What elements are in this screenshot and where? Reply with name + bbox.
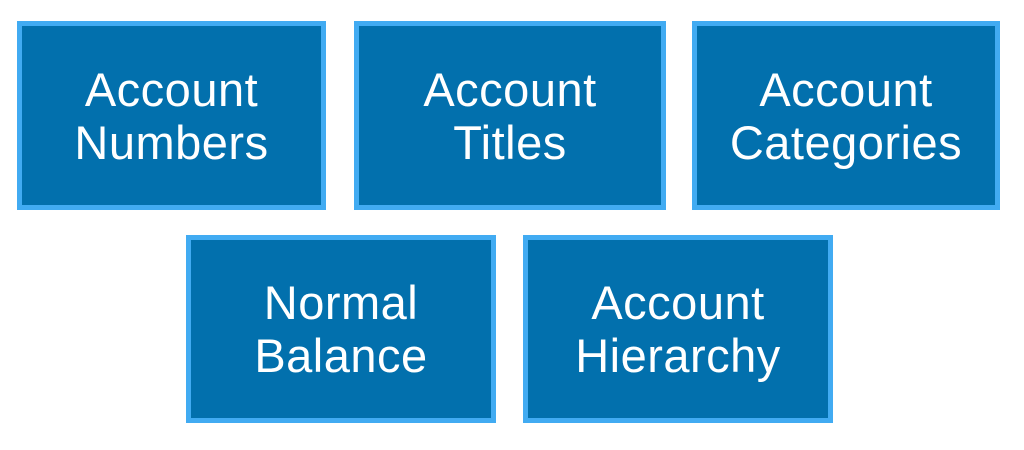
- box-label-line: Hierarchy: [575, 329, 781, 382]
- box-label-line: Account: [84, 62, 259, 116]
- box-label-line: Balance: [254, 329, 428, 382]
- box-label-line: Account: [423, 62, 597, 116]
- box-account-titles: Account Titles: [354, 21, 666, 210]
- box-label-line: Account: [759, 62, 933, 116]
- box-normal-balance: Normal Balance: [186, 235, 496, 423]
- box-label-line: Numbers: [74, 115, 269, 169]
- box-account-hierarchy: Account Hierarchy: [523, 235, 833, 423]
- box-label-line: Titles: [453, 115, 567, 169]
- box-label-line: Normal: [263, 276, 419, 329]
- box-label-line: Account: [591, 276, 765, 329]
- box-account-numbers: Account Numbers: [17, 21, 326, 210]
- box-label-line: Categories: [729, 115, 963, 169]
- box-account-categories: Account Categories: [692, 21, 1000, 210]
